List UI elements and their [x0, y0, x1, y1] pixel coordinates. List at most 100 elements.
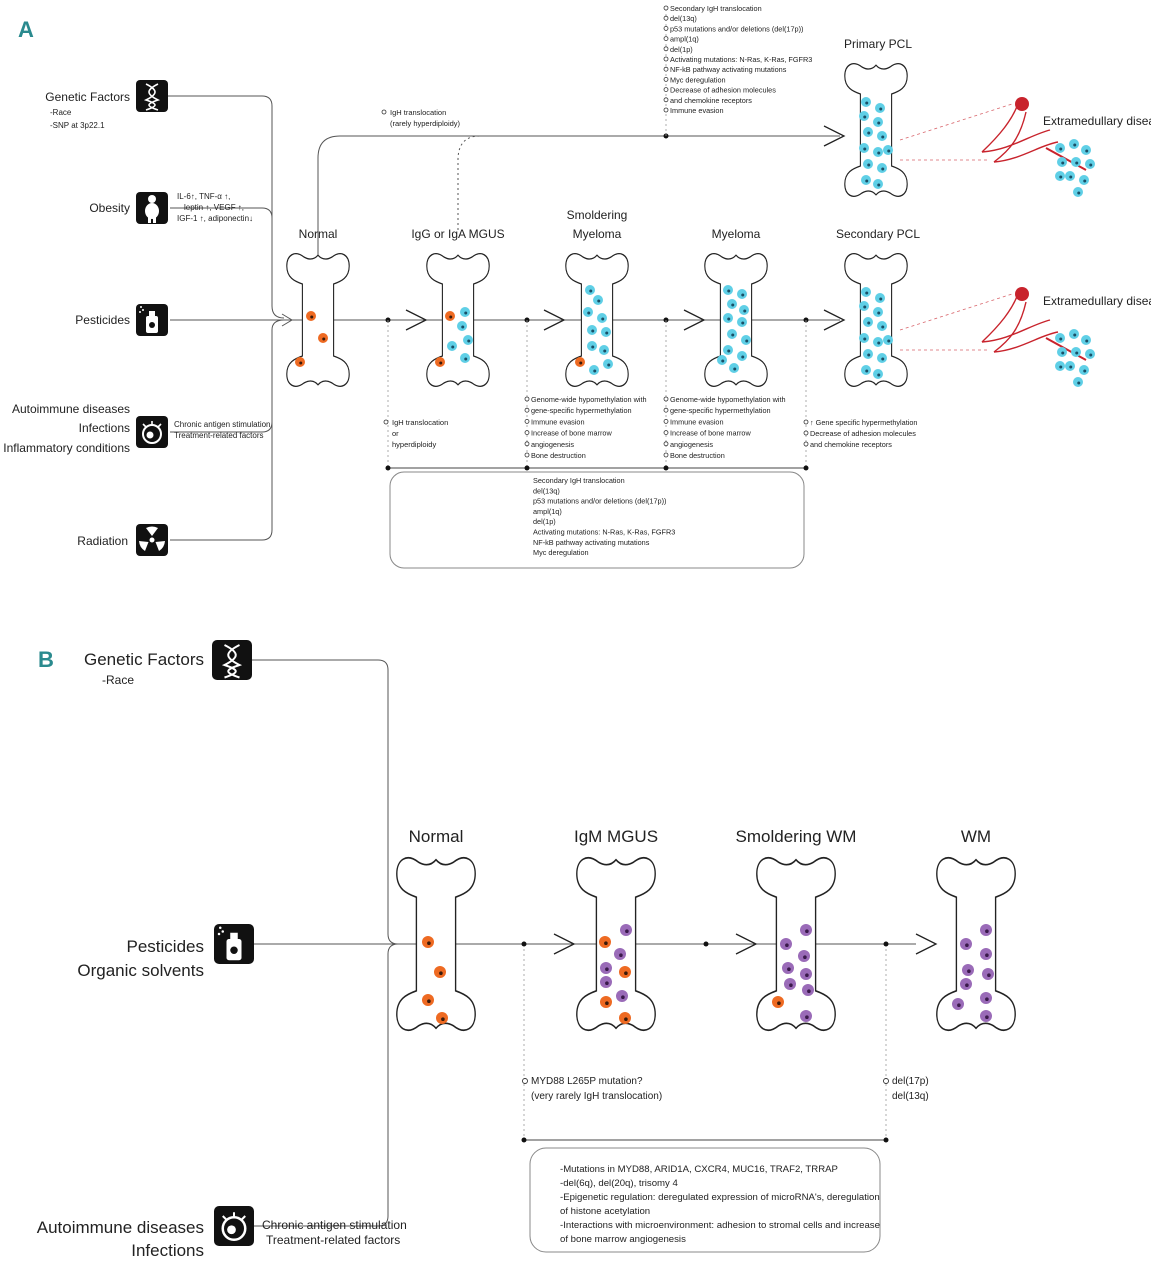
cell	[873, 179, 883, 189]
cell	[1073, 187, 1083, 197]
box-event: ampl(1q)	[533, 507, 562, 516]
cell	[463, 335, 473, 345]
cell	[1081, 145, 1091, 155]
cell	[1071, 157, 1081, 167]
factor-detail: -Race	[102, 673, 134, 687]
top-branch-event: (rarely hyperdiploidy)	[390, 119, 461, 128]
bullet-icon	[524, 407, 530, 413]
cell	[1079, 175, 1089, 185]
cell	[1055, 171, 1065, 181]
cell	[737, 289, 747, 299]
stage-igm-mgus: IgM MGUS	[574, 827, 658, 846]
cell	[422, 936, 434, 948]
bullet-icon	[663, 452, 669, 458]
cell	[587, 341, 597, 351]
cell	[723, 313, 733, 323]
bone-secondary-pcl	[844, 253, 908, 387]
igm-mgus-event: MYD88 L265P mutation?	[531, 1076, 643, 1087]
myeloma-event: Bone destruction	[670, 451, 725, 460]
cell	[1065, 171, 1075, 181]
person-icon	[136, 192, 168, 224]
cell	[861, 287, 871, 297]
dna-icon	[211, 639, 253, 681]
cell	[457, 321, 467, 331]
cell	[1055, 361, 1065, 371]
bullet-icon	[663, 418, 669, 424]
bullet-icon	[663, 56, 669, 62]
cell	[800, 1010, 812, 1022]
myeloma-event: Increase of bone marrow	[670, 429, 751, 438]
smoldering-event: Genome-wide hypomethylation with	[531, 395, 647, 404]
cell	[861, 365, 871, 375]
primary-pcl-event: ampl(1q)	[670, 35, 699, 44]
cell	[859, 333, 869, 343]
cell	[784, 978, 796, 990]
cell	[737, 351, 747, 361]
cell	[583, 307, 593, 317]
mgus-event: hyperdiploidy	[392, 440, 436, 449]
myeloma-event: Immune evasion	[670, 417, 724, 426]
panel-a-label: A	[18, 17, 34, 42]
factor-detail: Chronic antigen stimulation	[174, 420, 271, 429]
box-event: del(1p)	[533, 517, 556, 526]
factor-pesticides: Pesticides	[75, 313, 130, 327]
spray-can-icon	[136, 304, 168, 336]
cell	[306, 311, 316, 321]
cell	[863, 349, 873, 359]
bullet-icon	[663, 5, 669, 11]
bone-wm	[935, 857, 1017, 1031]
smoldering-event: gene-specific hypermethylation	[531, 406, 632, 415]
cell	[877, 163, 887, 173]
cell	[875, 293, 885, 303]
smoldering-event: Immune evasion	[531, 417, 585, 426]
cell	[614, 948, 626, 960]
cell	[873, 147, 883, 157]
bullet-icon	[524, 452, 530, 458]
primary-pcl-event: Immune evasion	[670, 106, 724, 115]
stage-smoldering-wm: Smoldering WM	[736, 827, 857, 846]
cell	[1057, 347, 1067, 357]
cell	[600, 962, 612, 974]
pcl-event: Decrease of adhesion molecules	[810, 429, 916, 438]
cell	[980, 948, 992, 960]
cell	[1081, 335, 1091, 345]
factor-detail: leptin ↑, VEGF ↑,	[184, 203, 244, 212]
bone-primary-pcl	[844, 63, 908, 197]
cell	[877, 131, 887, 141]
cell	[960, 978, 972, 990]
cell	[875, 103, 885, 113]
cell	[434, 966, 446, 978]
factor-genetic: Genetic Factors	[84, 650, 204, 669]
bullet-icon	[663, 430, 669, 436]
box-event: -Interactions with microenvironment: adh…	[560, 1220, 880, 1231]
cell	[460, 307, 470, 317]
box-event: -Mutations in MYD88, ARID1A, CXCR4, MUC1…	[560, 1164, 838, 1175]
cell	[800, 924, 812, 936]
factor-autoimmune: Autoimmune diseases	[12, 402, 130, 416]
cell	[883, 145, 893, 155]
cell	[601, 327, 611, 337]
stage-secondary-pcl: Secondary PCL	[836, 227, 920, 241]
bullet-icon	[803, 430, 809, 436]
box-event: Secondary IgH translocation	[533, 476, 625, 485]
cell	[737, 317, 747, 327]
factor-radiation: Radiation	[77, 534, 128, 548]
cell	[873, 369, 883, 379]
cell	[883, 335, 893, 345]
myeloma-event: angiogenesis	[670, 440, 713, 449]
cell	[575, 357, 585, 367]
cell	[798, 950, 810, 962]
primary-pcl-event: Activating mutations: N-Ras, K-Ras, FGFR…	[670, 55, 812, 64]
bullet-icon	[663, 66, 669, 72]
bullet-icon	[663, 87, 669, 92]
cell	[1069, 139, 1079, 149]
box-event: del(13q)	[533, 486, 560, 495]
cell	[877, 353, 887, 363]
cell	[863, 317, 873, 327]
cell	[1055, 333, 1065, 343]
cell	[739, 305, 749, 315]
cell	[435, 357, 445, 367]
cell	[318, 333, 328, 343]
factor-inflammatory: Inflammatory conditions	[3, 441, 130, 455]
